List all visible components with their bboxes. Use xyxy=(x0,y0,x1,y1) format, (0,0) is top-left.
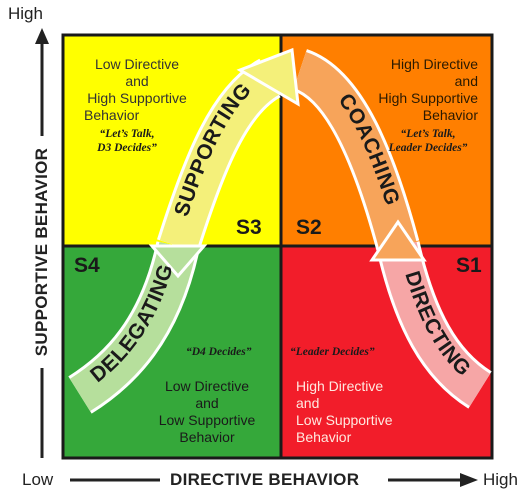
x-axis-low-label: Low xyxy=(22,470,54,489)
band-arrowhead-s1-to-s2 xyxy=(369,219,427,262)
quadrant-s2-tagline: “Let’s Talk, Leader Decides” xyxy=(388,128,468,154)
quadrant-s2-description: High Directive and High Supportive Behav… xyxy=(378,56,478,123)
quadrant-s4-description: Low Directive and Low Supportive Behavio… xyxy=(158,378,256,445)
x-axis-arrow xyxy=(70,473,478,487)
x-axis-title: DIRECTIVE BEHAVIOR xyxy=(170,470,360,489)
y-axis-arrow xyxy=(35,28,49,458)
quadrant-s4-tagline: “D4 Decides” xyxy=(186,346,252,358)
quadrant-s1-tagline: “Leader Decides” xyxy=(290,346,375,358)
band-arrowhead-s2-to-s3 xyxy=(236,47,300,107)
quadrant-s3-description: Low Directive and High Supportive Behavi… xyxy=(84,56,187,123)
quadrant-s1-description: High Directive and Low Supportive Behavi… xyxy=(296,378,393,445)
quadrant-s1-number: S1 xyxy=(456,254,482,277)
quadrant-s3-number: S3 xyxy=(236,216,262,239)
quadrant-s4-number: S4 xyxy=(74,254,100,277)
quadrant-s3-tagline: “Let’s Talk, D3 Decides” xyxy=(97,128,157,154)
y-axis-high-label: High xyxy=(8,4,43,23)
x-axis-high-label: High xyxy=(483,470,518,489)
quadrant-s2-number: S2 xyxy=(296,216,322,239)
band-arrowhead-s3-to-s4 xyxy=(148,244,208,279)
